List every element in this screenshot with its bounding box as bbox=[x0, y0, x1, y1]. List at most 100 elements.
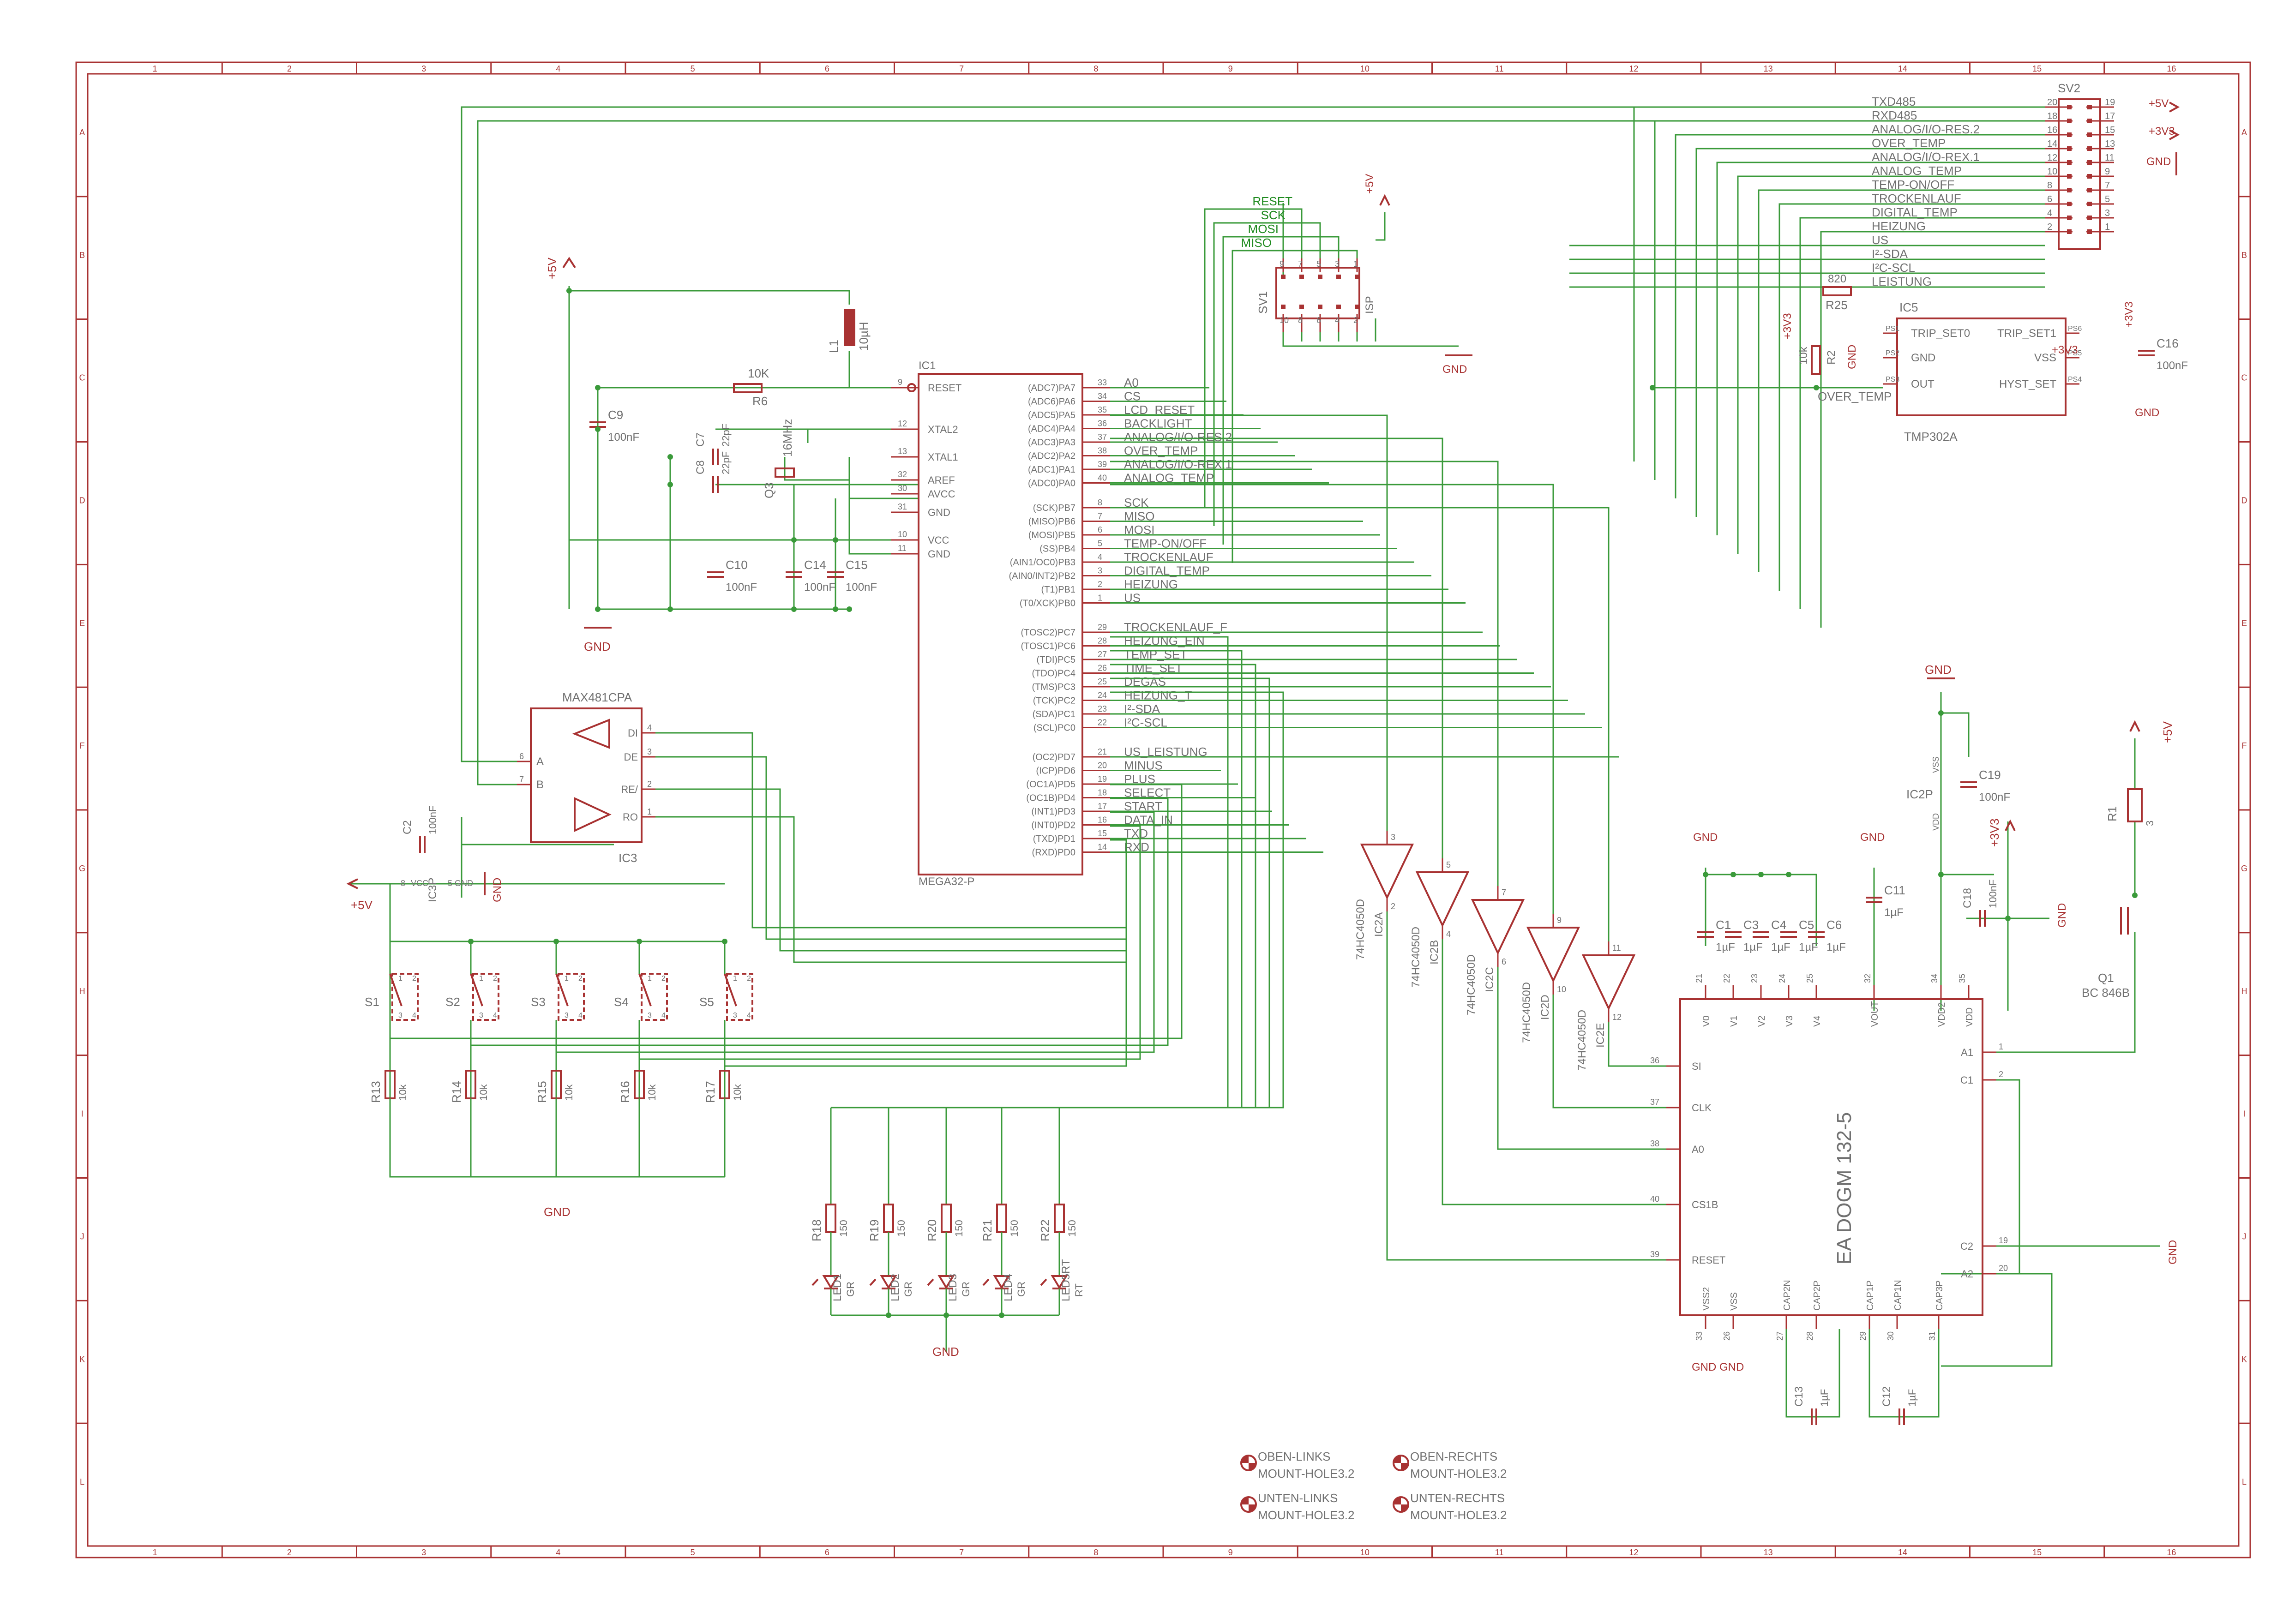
gnd-label-left: GND bbox=[584, 640, 611, 653]
wire-junction bbox=[1730, 872, 1736, 877]
led-resistor-value: 150 bbox=[838, 1220, 849, 1237]
ic2-pin-number: 5 bbox=[1446, 860, 1451, 869]
ic1-net-label: MOSI bbox=[1124, 523, 1154, 537]
led-resistor-value: 150 bbox=[953, 1220, 965, 1237]
led-color: RT bbox=[1073, 1283, 1085, 1297]
ic1-net-label: DEGAS bbox=[1124, 675, 1166, 689]
switch-pin-number: 4 bbox=[412, 1012, 416, 1019]
sv2-net-label: US bbox=[1872, 233, 1888, 247]
sv2-net-wire bbox=[1675, 134, 2045, 498]
mount-hole-name: OBEN-LINKS bbox=[1258, 1450, 1331, 1463]
led-symbol bbox=[880, 1275, 897, 1289]
frame-col-label: 5 bbox=[691, 64, 695, 73]
sv2-net-label: TXD485 bbox=[1872, 95, 1916, 108]
sv1-pin-number: 4 bbox=[1335, 316, 1340, 325]
ic3-pin-name: B bbox=[536, 779, 544, 791]
ic1-port-name: (MISO)PB6 bbox=[1028, 517, 1075, 527]
ic5-pin-name: TRIP_SET0 bbox=[1911, 327, 1970, 340]
frame-row-label: G bbox=[79, 864, 85, 873]
resistor-name: R15 bbox=[535, 1081, 549, 1103]
r25-value: 820 bbox=[1828, 273, 1846, 285]
sv2-gnd-label: GND bbox=[2146, 156, 2171, 168]
ic2-pin-number: 2 bbox=[1391, 902, 1395, 911]
switch-pin-number: 3 bbox=[398, 1012, 403, 1019]
led-signal-wire bbox=[946, 664, 1256, 1109]
switch-pin-number: 3 bbox=[733, 1012, 737, 1019]
sv2-gnd: GND bbox=[2146, 152, 2177, 175]
sv2-pin-number: 15 bbox=[2105, 125, 2115, 135]
sv2-net-label: TROCKENLAUF bbox=[1872, 192, 1961, 205]
ic1-pin-number: 29 bbox=[1098, 623, 1107, 632]
switch-pin-number: 3 bbox=[565, 1012, 569, 1019]
lcd-pin-name: CAP2N bbox=[1782, 1280, 1792, 1311]
lcd-pin-number: 40 bbox=[1650, 1194, 1659, 1204]
wire-junction bbox=[833, 537, 838, 543]
ic5-pin-number: PS1 bbox=[1886, 325, 1899, 333]
sv2-net-label: I²C-SCL bbox=[1872, 261, 1915, 275]
lcd-pin-number: 1 bbox=[1999, 1042, 2003, 1051]
sv1-pin-number: 2 bbox=[1353, 316, 1358, 325]
lcd-pin-name: RESET bbox=[1692, 1254, 1725, 1266]
capacitor-name: C5 bbox=[1799, 918, 1814, 932]
ic2-to-lcd-wire bbox=[1497, 967, 1666, 1150]
led-name: LED4 bbox=[1002, 1274, 1015, 1301]
capacitor-value: 100nF bbox=[608, 431, 639, 443]
lcd-pin-number: 37 bbox=[1650, 1097, 1659, 1107]
switch-name: S4 bbox=[614, 995, 629, 1009]
frame-col-label: 15 bbox=[2032, 64, 2042, 73]
ic1-port-name: (INT1)PD3 bbox=[1031, 807, 1075, 817]
switch-pin-number: 2 bbox=[578, 975, 583, 983]
ic1-pin-number: 13 bbox=[898, 447, 907, 456]
ic1-port-name: (TDO)PC4 bbox=[1032, 669, 1075, 679]
ic1-net-label: OVER_TEMP bbox=[1124, 444, 1198, 458]
frame-row-label: C bbox=[2241, 373, 2247, 383]
ic3-pin-number: 7 bbox=[519, 775, 524, 784]
mount-hole-value: MOUNT-HOLE3.2 bbox=[1258, 1508, 1355, 1522]
r25-name: R25 bbox=[1826, 298, 1848, 312]
ic2-to-lcd-wire bbox=[1552, 995, 1666, 1109]
lcd-pin-name: CLK bbox=[1692, 1102, 1712, 1114]
ic2-from-mcu-wire bbox=[1110, 461, 1499, 886]
frame-col-label: 14 bbox=[1898, 1548, 1907, 1557]
ic1-pin-number: 6 bbox=[1098, 525, 1102, 534]
sv1-pin-pad bbox=[1318, 275, 1322, 279]
isp-signal-wire bbox=[1232, 250, 1358, 563]
sv2-pin-number: 12 bbox=[2047, 153, 2057, 163]
resistor-name: R14 bbox=[450, 1081, 463, 1103]
mount-hole-value: MOUNT-HOLE3.2 bbox=[1258, 1467, 1355, 1480]
isp-signal-label: RESET bbox=[1252, 194, 1292, 208]
sv2-pin-pad bbox=[2087, 119, 2092, 123]
ic2-from-mcu-wire bbox=[1110, 507, 1610, 941]
mount-hole-value: MOUNT-HOLE3.2 bbox=[1410, 1467, 1507, 1480]
ic3-signal-wire bbox=[655, 816, 1126, 963]
ic1-pin-name: XTAL2 bbox=[928, 424, 958, 435]
ic1-port-name: (TOSC1)PC6 bbox=[1021, 641, 1075, 652]
ic2p-vdd: VDD bbox=[1931, 813, 1941, 831]
capacitor-value: 1µF bbox=[1906, 1389, 1918, 1407]
sv2-pin-pad bbox=[2067, 105, 2072, 109]
ic2p-supply: +3V3 bbox=[1988, 819, 2001, 847]
frame-row-label: F bbox=[80, 741, 85, 750]
frame-col-label: 15 bbox=[2032, 1548, 2042, 1557]
sv1-pin-number: 10 bbox=[1280, 316, 1289, 325]
ic2-buffer-value: 74HC4050D bbox=[1354, 899, 1367, 960]
sv2-net-wire bbox=[1654, 120, 2045, 480]
ic1-pin-number: 9 bbox=[898, 378, 902, 387]
sv2-supply-5v-label: +5V bbox=[2149, 97, 2169, 110]
sv2-net-label: HEIZUNG bbox=[1872, 219, 1926, 233]
wire-junction bbox=[667, 454, 673, 460]
wire-junction bbox=[722, 939, 727, 944]
resistor-symbol bbox=[996, 1204, 1007, 1233]
ic5-pin-name: OUT bbox=[1911, 378, 1935, 390]
ic1-port-name: (ADC4)PA4 bbox=[1028, 424, 1075, 434]
switch-contact bbox=[389, 973, 403, 1007]
sv2-pin-pad bbox=[2087, 216, 2092, 220]
sv2-pin-pad bbox=[2087, 174, 2092, 179]
ic1-net-label: SELECT bbox=[1124, 786, 1171, 800]
switch-pin-number: 2 bbox=[412, 975, 416, 983]
frame-col-label: 7 bbox=[959, 1548, 964, 1557]
switch-name: S3 bbox=[531, 995, 546, 1009]
frame-col-label: 10 bbox=[1360, 1548, 1370, 1557]
